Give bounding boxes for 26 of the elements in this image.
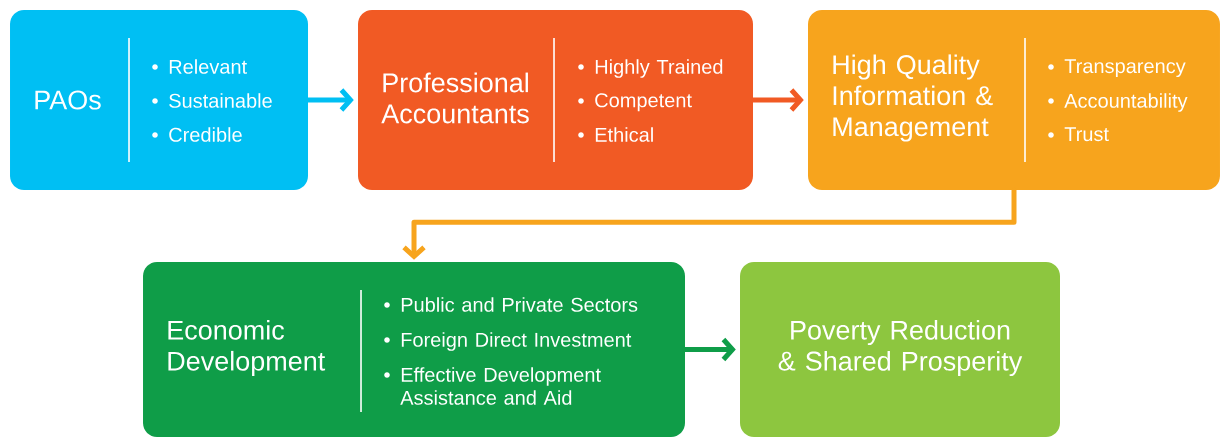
arrow <box>750 88 804 112</box>
bullet-item: Effective Development Assistance and Aid <box>384 367 601 405</box>
heading: PAOs <box>35 90 101 110</box>
bullet-item: Sustainable <box>152 93 272 108</box>
arrow <box>402 187 1017 260</box>
bullet-item: Ethical <box>578 127 653 142</box>
heading: Economic Development <box>168 319 326 377</box>
process-box <box>143 262 685 437</box>
heading: Professional Accountants <box>381 72 529 124</box>
bullet-item: Competent <box>578 93 692 112</box>
bullet-item: Foreign Direct Investment <box>384 332 632 351</box>
process-box <box>740 262 1060 437</box>
bullet-item: Credible <box>152 127 242 142</box>
heading: Poverty Reduction & Shared Prosperity <box>778 319 1023 377</box>
bullet-item: Public and Private Sectors <box>384 297 638 312</box>
bullet-item: Highly Trained <box>578 59 723 78</box>
process-box <box>10 10 308 190</box>
heading: High Quality Information & Management <box>833 54 993 142</box>
bullet-item: Accountability <box>1048 93 1188 112</box>
bullet-item: Relevant <box>152 59 247 74</box>
process-box <box>808 10 1220 190</box>
arrow <box>682 337 736 362</box>
bullet-item: Transparency <box>1048 59 1186 78</box>
arrow <box>305 88 354 112</box>
process-box <box>358 10 753 190</box>
bullet-item: Trust <box>1048 127 1109 142</box>
